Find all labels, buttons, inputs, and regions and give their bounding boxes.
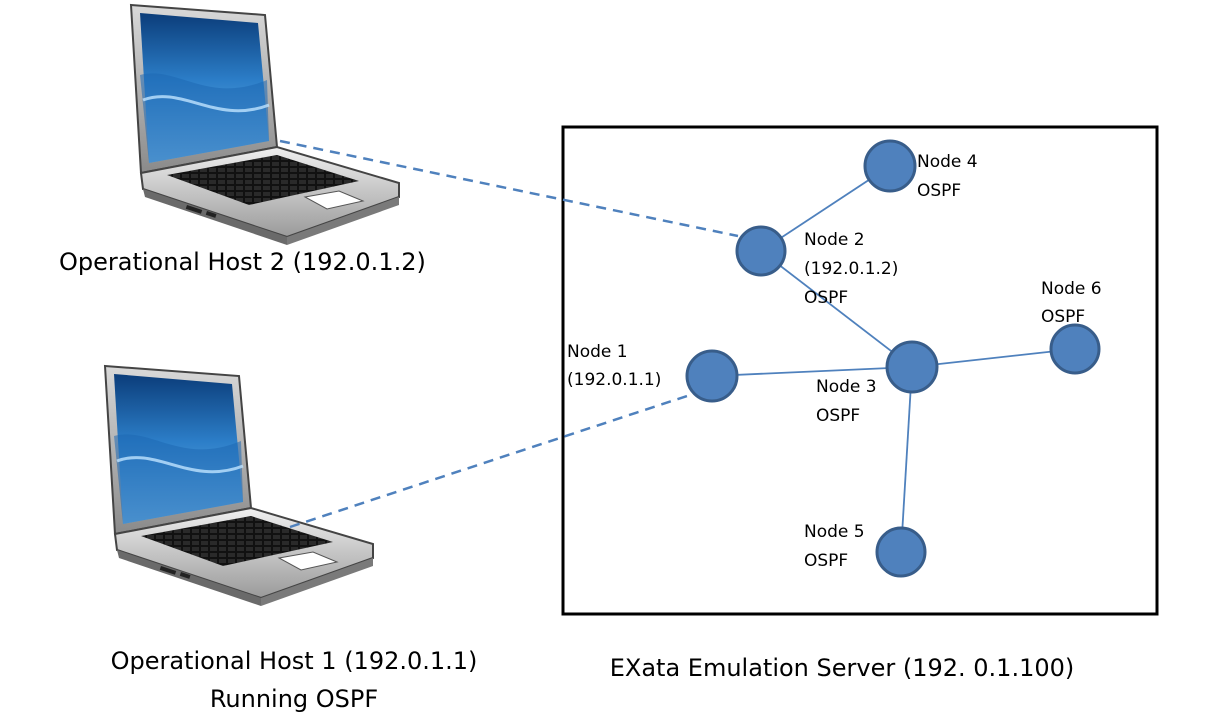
node-6-circle xyxy=(1049,323,1101,375)
laptop-icon xyxy=(129,3,401,247)
node-3-label: Node 3 OSPF xyxy=(816,377,882,426)
node-4-label: Node 4 OSPF xyxy=(917,152,983,201)
host2-link xyxy=(279,139,739,238)
emulation-server-box xyxy=(561,125,1159,616)
node-1-label: Node 1 (192.0.1.1) xyxy=(567,342,661,390)
node-4-circle xyxy=(863,139,917,193)
link-node1-node3 xyxy=(711,366,913,377)
node-5-circle xyxy=(875,526,927,578)
host1-subcaption: Running OSPF xyxy=(210,685,378,713)
server-caption: EXata Emulation Server (192. 0.1.100) xyxy=(610,654,1075,682)
node-3-circle xyxy=(885,340,939,394)
link-node3-node5 xyxy=(900,366,913,553)
host2-caption: Operational Host 2 (192.0.1.2) xyxy=(59,248,426,276)
node-2-label: Node 2 (192.0.1.2) OSPF xyxy=(804,230,904,308)
host1-link xyxy=(289,393,691,529)
link-node2-node3 xyxy=(760,250,913,368)
node-6-label: Node 6 OSPF xyxy=(1041,279,1107,327)
node-5-label: Node 5 OSPF xyxy=(804,522,870,571)
host1-caption: Operational Host 1 (192.0.1.1) xyxy=(111,647,478,675)
node-2-circle xyxy=(735,225,787,277)
laptop-icon xyxy=(103,364,375,608)
link-node3-node6 xyxy=(911,348,1076,368)
node-1-circle xyxy=(685,349,739,403)
